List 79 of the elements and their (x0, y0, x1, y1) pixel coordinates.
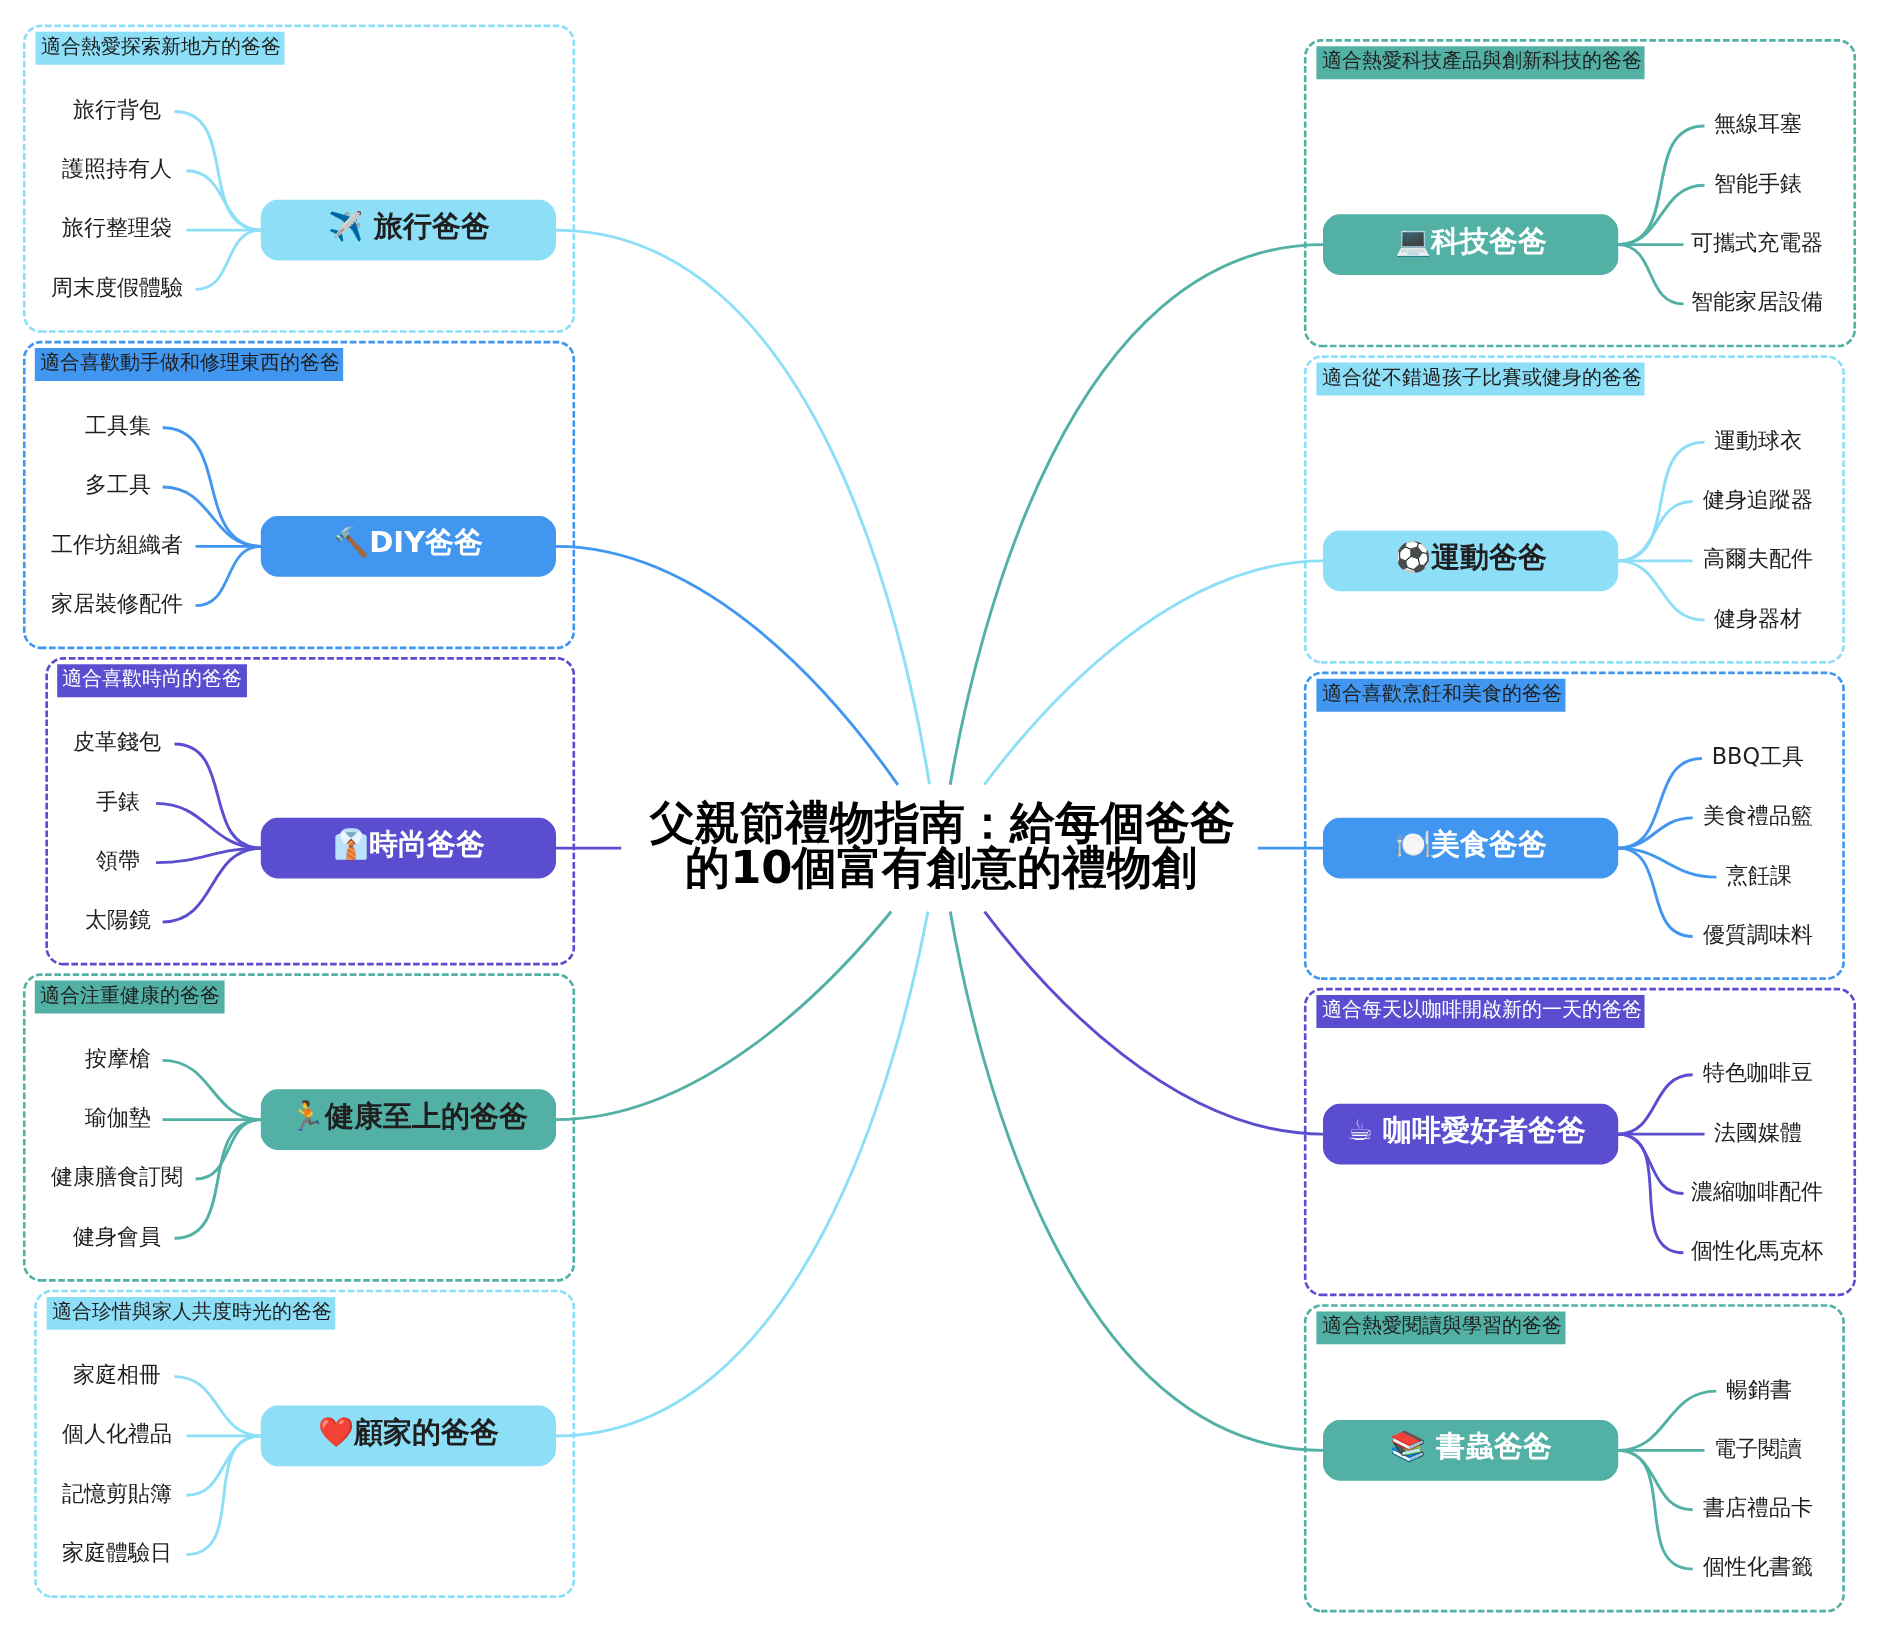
node-box: 👔時尚爸爸 (260, 817, 556, 879)
node-text: 護照持有人 (61, 155, 172, 182)
node-text: 個性化書籤 (1702, 1553, 1813, 1580)
connector (1617, 440, 1705, 563)
connector (555, 911, 930, 1438)
node-text: 健身追蹤器 (1702, 485, 1813, 512)
node-text: 旅行整理袋 (61, 214, 172, 241)
node-text: 記憶剪貼簿 (61, 1479, 172, 1506)
node-text: 運動球衣 (1713, 426, 1802, 453)
connector (983, 910, 1324, 1136)
node-text: 個性化馬克杯 (1691, 1237, 1824, 1264)
connector (174, 110, 262, 232)
node-box: 🔨DIY爸爸 (260, 516, 556, 577)
node-box: ❤顧家的爸爸 (260, 1405, 556, 1467)
node-text: 皮革錢包 (73, 728, 162, 755)
node-text: 法國媒體 (1713, 1118, 1802, 1145)
node-box: ☕ 咖啡愛好者爸爸 (1323, 1103, 1619, 1165)
connector (555, 544, 900, 786)
connector (555, 228, 931, 785)
node-text: 暢銷書 (1725, 1375, 1792, 1402)
node-text: 優質調味料 (1702, 920, 1813, 947)
node-box: ⚽運動爸爸 (1323, 530, 1619, 592)
node-box: 🍽美食爸爸 (1323, 817, 1619, 879)
connector (1617, 1389, 1717, 1452)
node-text: 美食禮品籃 (1702, 802, 1813, 829)
connector (186, 1434, 262, 1497)
node-text: 特色咖啡豆 (1702, 1059, 1813, 1086)
connector (195, 228, 262, 291)
node-text: 書店禮品卡 (1702, 1494, 1813, 1521)
node-text: 按摩槍 (84, 1044, 151, 1071)
node-text: 濃縮咖啡配件 (1691, 1177, 1824, 1204)
connector (1617, 124, 1705, 246)
connector (948, 243, 1324, 785)
node-text: 電子閱讀 (1713, 1434, 1802, 1461)
connector (174, 1375, 262, 1438)
node-text: 健康膳食訂閱 (50, 1163, 183, 1190)
connector (1257, 846, 1323, 850)
node-text: 手錶 (96, 787, 141, 814)
node-text: 智能手錶 (1713, 169, 1802, 196)
connector (186, 169, 262, 232)
node-text: 父親節禮物指南：給每個爸爸的10個富有創意的禮物創 (650, 795, 1236, 894)
node-text: 家居裝修配件 (50, 590, 183, 617)
connector (1617, 1132, 1705, 1136)
node-box: 🏃健康至上的爸爸 (260, 1089, 556, 1150)
node-text: 無線耳塞 (1713, 110, 1802, 137)
node-text: 個人化禮品 (61, 1420, 172, 1447)
node-text: BBQ工具 (1711, 742, 1805, 769)
connector (983, 559, 1324, 786)
node-text: 健身會員 (73, 1222, 162, 1249)
connector (556, 846, 622, 850)
node-text: 家庭相冊 (73, 1361, 162, 1388)
connector (1617, 559, 1705, 622)
connector (1617, 846, 1717, 879)
connector (1617, 1073, 1693, 1136)
node-text: 瑜伽墊 (84, 1104, 151, 1131)
node-text: 家庭體驗日 (61, 1538, 172, 1565)
node-text: 可攜式充電器 (1691, 228, 1824, 255)
node-text: 智能家居設備 (1691, 288, 1824, 315)
node-text: 健身器材 (1713, 604, 1802, 631)
connector (174, 1118, 262, 1240)
connector (186, 1434, 262, 1438)
node-box: 📚 書蟲爸爸 (1323, 1420, 1619, 1481)
node-box: 💻科技爸爸 (1323, 214, 1619, 275)
node-text: 周末度假體驗 (50, 273, 183, 300)
node-text: 工具集 (84, 412, 151, 439)
node-text: 太陽鏡 (84, 906, 151, 933)
connector (186, 1434, 262, 1556)
node-text: 烹飪課 (1725, 861, 1792, 888)
node-text: 高爾夫配件 (1702, 545, 1813, 572)
node-text: 領帶 (96, 847, 141, 874)
connector (195, 544, 262, 608)
connector (948, 911, 1324, 1452)
connector (555, 910, 893, 1122)
node-text: 旅行背包 (73, 95, 162, 122)
node-box: ✈ 旅行爸爸 (260, 199, 556, 261)
connector (162, 846, 262, 924)
node-text: 工作坊組織者 (50, 530, 183, 557)
node-text: 多工具 (84, 471, 151, 498)
connector (1617, 757, 1703, 850)
